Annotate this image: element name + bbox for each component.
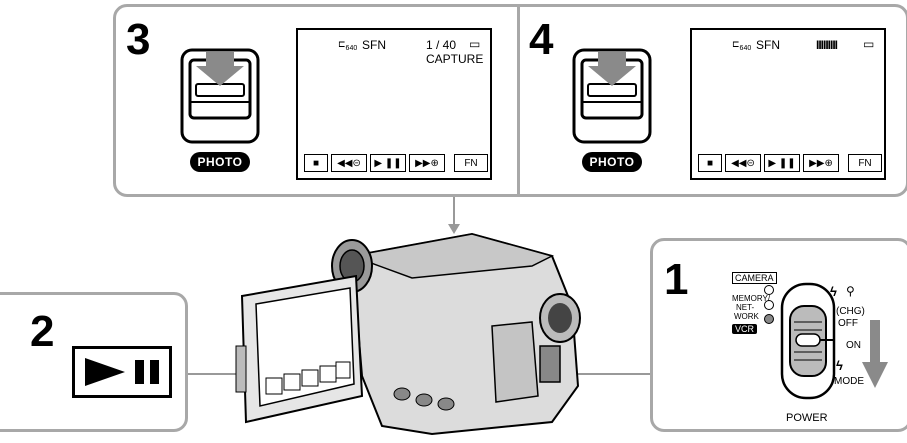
rewind-button[interactable]: ◀◀⊝ — [331, 154, 367, 172]
vcr-mode-label: VCR — [732, 324, 758, 334]
connector-arrowhead — [448, 224, 460, 234]
rewind-button[interactable]: ◀◀⊝ — [725, 154, 761, 172]
off-label: OFF — [838, 318, 858, 329]
image-size-icon: ⊏640 — [338, 39, 358, 52]
step-number-4: 4 — [529, 15, 554, 64]
image-counter: 1 / 40 — [426, 38, 457, 52]
photo-button-label: PHOTO — [190, 152, 250, 172]
on-label: ON — [846, 340, 861, 351]
flash-icon: ϟ — [830, 284, 837, 299]
fast-forward-button[interactable]: ▶▶⊕ — [803, 154, 839, 172]
capture-status: CAPTURE — [426, 52, 484, 66]
photo-button-illustration — [572, 48, 652, 144]
step-number-2: 2 — [30, 307, 55, 356]
quality-label: SFN — [362, 38, 386, 52]
stop-button[interactable]: ■ — [698, 154, 722, 172]
memory-card-icon: ▭ — [469, 37, 481, 51]
lock-icon: ⚲ — [846, 284, 855, 298]
photo-button-label: PHOTO — [582, 152, 642, 172]
stop-button[interactable]: ■ — [304, 154, 328, 172]
control-bar: ■ ◀◀⊝ ▶ ❚❚ ▶▶⊕ FN — [698, 154, 882, 172]
memory-mode-label: MEMORY/ — [732, 294, 771, 303]
power-switch-illustration — [780, 282, 836, 400]
chg-label: (CHG) — [836, 306, 865, 317]
control-bar: ■ ◀◀⊝ ▶ ❚❚ ▶▶⊕ FN — [304, 154, 488, 172]
memory-card-icon: ▭ — [863, 37, 875, 51]
vcr-lamp — [764, 314, 774, 324]
lcd-screen: ⊏640 SFN IIIIIIIII ▭ ■ ◀◀⊝ ▶ ❚❚ ▶▶⊕ FN — [690, 28, 886, 180]
fn-button[interactable]: FN — [848, 154, 882, 172]
memory-lamp — [764, 300, 774, 310]
camera-lamp — [764, 285, 774, 295]
fn-button[interactable]: FN — [454, 154, 488, 172]
fast-forward-button[interactable]: ▶▶⊕ — [409, 154, 445, 172]
connector-step1 — [560, 373, 652, 375]
network-mode-label: NET- — [736, 303, 755, 312]
step-number-1: 1 — [664, 255, 689, 304]
play-pause-button[interactable]: ▶ ❚❚ — [764, 154, 800, 172]
image-size-icon: ⊏640 — [732, 39, 752, 52]
slide-down-arrow — [862, 320, 888, 388]
mode-label: MODE — [834, 376, 864, 387]
play-pause-button[interactable]: ▶ ❚❚ — [370, 154, 406, 172]
recording-progress-indicator: IIIIIIIII — [816, 38, 838, 52]
play-pause-icon — [85, 358, 159, 386]
lcd-screen: ⊏640 SFN 1 / 40 ▭ CAPTURE ■ ◀◀⊝ ▶ ❚❚ ▶▶⊕… — [296, 28, 492, 180]
quality-label: SFN — [756, 38, 780, 52]
flash-mode-glyph: ϟ — [836, 358, 843, 373]
power-label: POWER — [786, 412, 828, 424]
work-mode-label: WORK — [734, 312, 759, 321]
panel-divider — [517, 7, 520, 194]
photo-button-illustration — [180, 48, 260, 144]
camcorder-illustration — [232, 226, 612, 438]
panel-step-1 — [650, 238, 907, 432]
play-pause-button-illustration — [72, 346, 172, 398]
connector-top — [453, 196, 455, 226]
step-number-3: 3 — [126, 15, 151, 64]
camera-mode-label: CAMERA — [732, 272, 777, 284]
